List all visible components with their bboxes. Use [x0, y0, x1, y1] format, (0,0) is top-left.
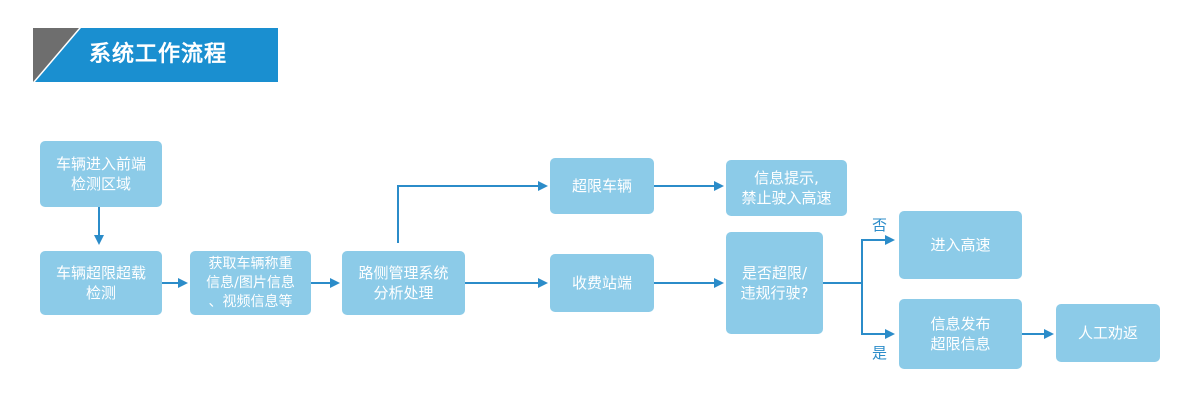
node-manual-persuade: 人工劝返	[1056, 304, 1160, 362]
node-get-weight-label: 获取车辆称重 信息/图片信息 、视频信息等	[206, 255, 295, 310]
branch-label-yes: 是	[872, 344, 888, 362]
node-vehicle-enter: 车辆进入前端 检测区域	[40, 141, 162, 207]
node-info-prompt: 信息提示, 禁止驶入高速	[726, 160, 847, 216]
node-manual-persuade-label: 人工劝返	[1077, 324, 1138, 342]
page-title: 系统工作流程	[89, 42, 228, 67]
node-decision-label: 是否超限/ 违规行驶?	[740, 264, 809, 302]
node-toll-station: 收费站端	[550, 254, 654, 312]
title-banner: 系统工作流程	[33, 28, 278, 82]
banner-shape	[33, 28, 278, 82]
node-overload-detect: 车辆超限超载 检测	[40, 251, 162, 315]
node-overload-vehicle: 超限车辆	[550, 158, 654, 214]
node-get-weight: 获取车辆称重 信息/图片信息 、视频信息等	[190, 251, 311, 315]
node-enter-highway-label: 进入高速	[930, 236, 991, 254]
node-info-prompt-label: 信息提示, 禁止驶入高速	[741, 169, 832, 207]
node-enter-highway: 进入高速	[899, 211, 1022, 279]
node-overload-detect-label: 车辆超限超载 检测	[55, 264, 146, 302]
edge-system-to-overload	[397, 181, 548, 243]
edge-branch-no	[861, 235, 895, 283]
node-publish-info: 信息发布 超限信息	[899, 299, 1022, 369]
node-toll-station-label: 收费站端	[571, 274, 632, 292]
edge-branch-yes	[861, 283, 895, 339]
branch-label-no: 否	[872, 216, 888, 234]
node-vehicle-enter-label: 车辆进入前端 检测区域	[55, 155, 146, 193]
node-roadside-system: 路侧管理系统 分析处理	[342, 251, 465, 315]
node-roadside-system-label: 路侧管理系统 分析处理	[358, 264, 449, 302]
node-publish-info-label: 信息发布 超限信息	[930, 315, 991, 353]
node-overload-vehicle-label: 超限车辆	[571, 177, 632, 195]
node-decision: 是否超限/ 违规行驶?	[726, 232, 823, 334]
